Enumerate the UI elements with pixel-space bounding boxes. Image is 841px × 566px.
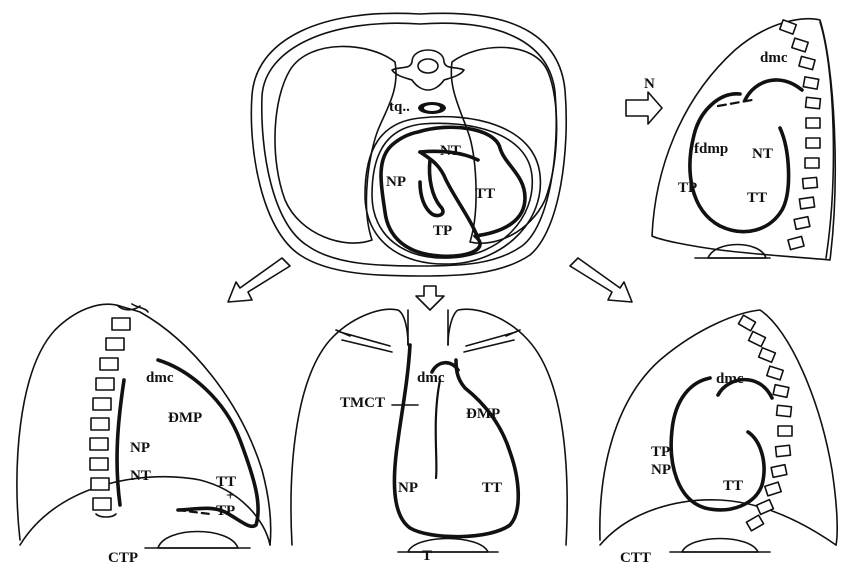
- panel-t-clavicle-l: [336, 330, 392, 352]
- panel-ctt-vertebrae: [738, 315, 792, 531]
- panel-t-dmp: ÐMP: [466, 406, 500, 422]
- panel-ctp-dome: [158, 532, 238, 549]
- tp-label-center: TP: [433, 223, 452, 239]
- np-label-center: NP: [386, 174, 406, 190]
- arrow-down-right: [570, 258, 632, 302]
- panel-t-np: NP: [398, 480, 418, 496]
- axial-section: tq.. NT NP TT TP: [251, 13, 566, 276]
- panel-t-tmct: TMCT: [340, 395, 385, 411]
- panel-ctp-nt: NT: [130, 468, 151, 484]
- panel-n: dmc fdmp NT TP TT: [652, 19, 835, 260]
- panel-t-chest: [291, 309, 567, 545]
- panel-ctt-caption: CTT: [620, 550, 651, 566]
- panel-ctp-mass-left: [117, 380, 124, 505]
- panel-t-mass: [394, 345, 518, 537]
- panel-ctp-dmp: ÐMP: [168, 410, 202, 426]
- panel-n-spine-line: [820, 22, 833, 258]
- vertebra: [392, 50, 464, 90]
- panel-t: dmc TMCT ÐMP NP TT T: [291, 309, 567, 564]
- panel-ctp-plus: +: [226, 488, 235, 504]
- panel-ctt-mass: [671, 378, 764, 510]
- left-lung-cross: [275, 46, 396, 243]
- panel-ctt-np: NP: [651, 462, 671, 478]
- panel-n-fdmp: fdmp: [694, 141, 728, 157]
- arrow-right-n: N: [626, 76, 662, 124]
- tq-oval-inner: [424, 105, 440, 111]
- arrow-down: [416, 286, 444, 310]
- panel-n-dmc-arc: [745, 80, 802, 100]
- panel-n-tp: TP: [678, 180, 697, 196]
- panel-t-clavicle-r: [464, 330, 520, 352]
- panel-ctt-tt: TT: [723, 478, 743, 494]
- panel-ctp-tp: TP: [216, 503, 235, 519]
- panel-ctt: dmc TP NP TT CTT: [600, 310, 837, 566]
- panel-ctp-caption: CTP: [108, 550, 138, 566]
- panel-n-mass: [690, 94, 789, 232]
- arrow-n-label: N: [644, 76, 655, 92]
- panel-ctt-dmc: dmc: [716, 371, 744, 387]
- panel-ctp-np: NP: [130, 440, 150, 456]
- panel-t-inner: [436, 380, 440, 478]
- panel-ctp: dmc ÐMP NP NT TT + TP CTP: [17, 304, 271, 566]
- panel-n-nt: NT: [752, 146, 773, 162]
- chest-wall-inner: [262, 23, 556, 266]
- panel-n-dmc: dmc: [760, 50, 788, 66]
- tt-label-center: TT: [475, 186, 495, 202]
- tq-label: tq..: [389, 99, 410, 115]
- panel-ctt-tp: TP: [651, 444, 670, 460]
- panel-n-tt: TT: [747, 190, 767, 206]
- nt-label-center: NT: [440, 143, 461, 159]
- vertebral-canal: [418, 59, 438, 73]
- chest-wall-outer: [251, 13, 566, 276]
- panel-n-dashed: [718, 100, 752, 106]
- panel-t-caption: T: [422, 548, 432, 564]
- panel-ctp-dmc: dmc: [146, 370, 174, 386]
- panel-t-dmc: dmc: [417, 370, 445, 386]
- panel-ctt-dome: [682, 539, 758, 553]
- arrow-down-left: [228, 258, 290, 302]
- panel-t-dome: [408, 539, 488, 553]
- panel-t-tt: TT: [482, 480, 502, 496]
